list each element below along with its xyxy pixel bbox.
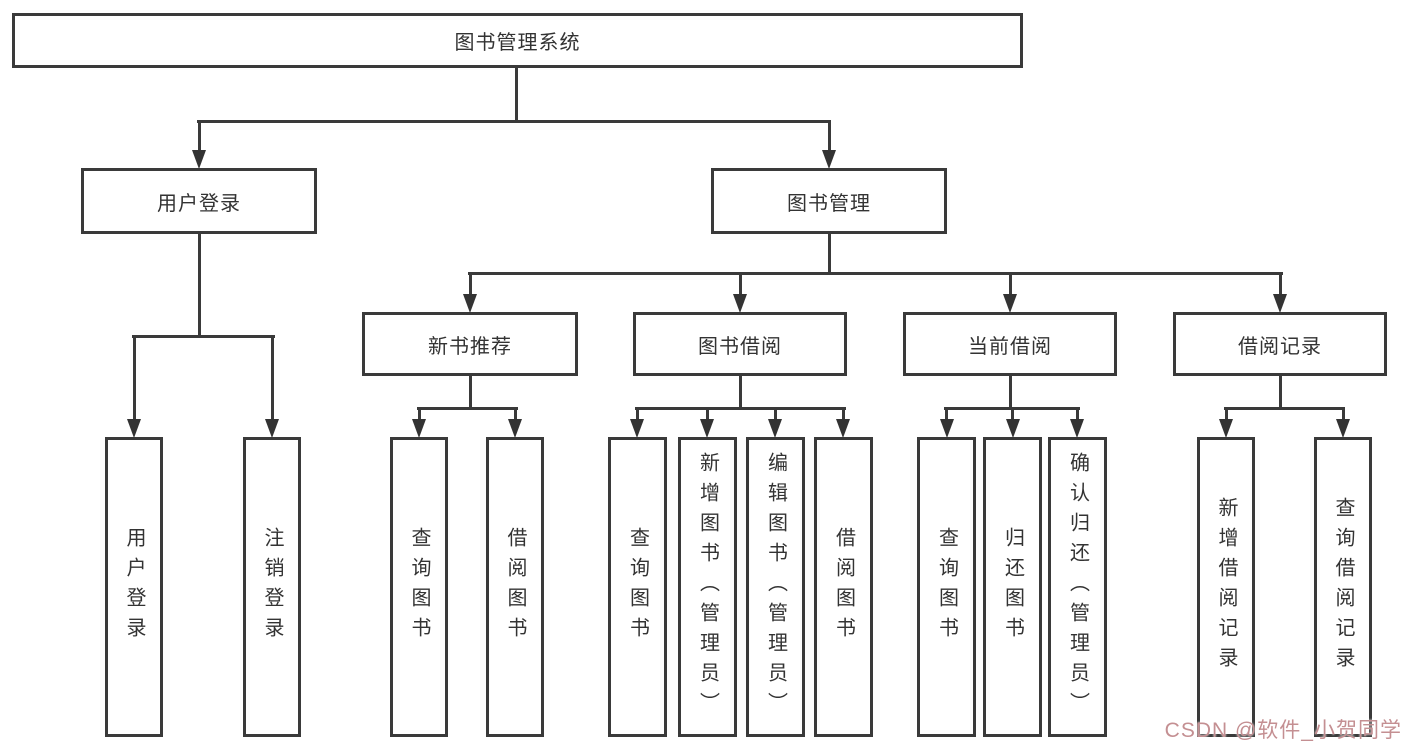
leaf-query-books-recommend-label: 查询图书 xyxy=(408,527,430,647)
node-book-borrowing: 图书借阅 xyxy=(633,312,847,376)
arrowhead-to-leaf-user-login xyxy=(127,419,141,438)
leaf-return-books: 归还图书 xyxy=(983,437,1042,737)
connector-stem-book-borrowing xyxy=(739,272,742,298)
leaf-logout: 注销登录 xyxy=(243,437,301,737)
arrowhead-to-add-borrow-record xyxy=(1219,419,1233,438)
connector-stem-book-management xyxy=(828,120,831,152)
leaf-add-books-admin-label: 新增图书（管理员） xyxy=(696,452,719,722)
connector-book-management-stub xyxy=(828,232,831,275)
arrowhead-to-user-login xyxy=(192,150,206,169)
connector-records-stub xyxy=(1279,374,1282,410)
leaf-query-books-recommend: 查询图书 xyxy=(390,437,448,737)
connector-root-branch xyxy=(197,120,831,123)
leaf-user-login: 用户登录 xyxy=(105,437,163,737)
node-library-management-system: 图书管理系统 xyxy=(12,13,1023,68)
node-book-management: 图书管理 xyxy=(711,168,947,234)
arrowhead-to-borrow-books xyxy=(836,419,850,438)
connector-stem-confirm-return-admin xyxy=(1076,407,1079,421)
arrowhead-to-borrow-books-recommend xyxy=(508,419,522,438)
leaf-edit-books-admin-label: 编辑图书（管理员） xyxy=(764,452,787,722)
arrowhead-to-query-books-borrowing xyxy=(630,419,644,438)
leaf-query-books-borrowing-label: 查询图书 xyxy=(626,527,649,647)
connector-stem-borrow-books xyxy=(842,407,845,421)
connector-records-branch xyxy=(1224,407,1345,410)
arrowhead-to-confirm-return-admin xyxy=(1070,419,1084,438)
leaf-add-books-admin: 新增图书（管理员） xyxy=(678,437,737,737)
connector-stem-edit-books-admin xyxy=(774,407,777,421)
leaf-add-borrow-record-label: 新增借阅记录 xyxy=(1215,497,1237,677)
connector-recommendation-stub xyxy=(469,374,472,410)
arrowhead-to-query-books-current xyxy=(940,419,954,438)
arrowhead-to-query-borrow-record xyxy=(1336,419,1350,438)
connector-current-stub xyxy=(1009,374,1012,410)
connector-stem-query-borrow-record xyxy=(1342,407,1345,421)
watermark: CSDN @软件_小贺同学 xyxy=(1164,719,1402,742)
leaf-query-books-current-label: 查询图书 xyxy=(935,527,958,647)
leaf-return-books-label: 归还图书 xyxy=(1001,527,1024,647)
leaf-query-books-borrowing: 查询图书 xyxy=(608,437,667,737)
arrowhead-to-book-management xyxy=(822,150,836,169)
arrowhead-to-current-borrowing xyxy=(1003,294,1017,313)
arrowhead-to-edit-books-admin xyxy=(768,419,782,438)
connector-borrowing-branch xyxy=(635,407,846,410)
connector-stem-borrow-books-recommend xyxy=(514,407,517,421)
leaf-borrow-books-recommend-label: 借阅图书 xyxy=(504,527,526,647)
node-borrowing-records: 借阅记录 xyxy=(1173,312,1387,376)
connector-stem-return-books xyxy=(1011,407,1014,421)
node-new-book-recommendation: 新书推荐 xyxy=(362,312,578,376)
leaf-borrow-books-recommend: 借阅图书 xyxy=(486,437,544,737)
arrowhead-to-borrowing-records xyxy=(1273,294,1287,313)
node-user-login: 用户登录 xyxy=(81,168,317,234)
leaf-query-books-current: 查询图书 xyxy=(917,437,976,737)
leaf-confirm-return-admin-label: 确认归还（管理员） xyxy=(1066,452,1089,722)
leaf-user-login-label: 用户登录 xyxy=(123,527,145,647)
connector-recommendation-branch xyxy=(417,407,518,410)
leaf-confirm-return-admin: 确认归还（管理员） xyxy=(1048,437,1107,737)
connector-stem-current-borrowing xyxy=(1009,272,1012,298)
connector-stem-query-books-borrowing xyxy=(636,407,639,421)
leaf-borrow-books: 借阅图书 xyxy=(814,437,873,737)
connector-stem-query-books-recommend xyxy=(418,407,421,421)
arrowhead-to-return-books xyxy=(1006,419,1020,438)
connector-stem-leaf-user-login xyxy=(133,335,136,421)
connector-borrowing-stub xyxy=(739,374,742,410)
connector-stem-new-book-recommendation xyxy=(469,272,472,298)
leaf-query-borrow-record: 查询借阅记录 xyxy=(1314,437,1372,737)
arrowhead-to-add-books-admin xyxy=(700,419,714,438)
leaf-add-borrow-record: 新增借阅记录 xyxy=(1197,437,1255,737)
connector-stem-leaf-logout xyxy=(271,335,274,421)
connector-stem-user-login xyxy=(198,120,201,152)
arrowhead-to-query-books-recommend xyxy=(412,419,426,438)
leaf-borrow-books-label: 借阅图书 xyxy=(832,527,855,647)
arrowhead-to-leaf-logout xyxy=(265,419,279,438)
leaf-query-borrow-record-label: 查询借阅记录 xyxy=(1332,497,1354,677)
connector-root-stub xyxy=(515,66,518,123)
connector-stem-borrowing-records xyxy=(1279,272,1282,298)
connector-user-login-stub xyxy=(198,232,201,338)
connector-stem-add-books-admin xyxy=(706,407,709,421)
arrowhead-to-new-book-recommendation xyxy=(463,294,477,313)
arrowhead-to-book-borrowing xyxy=(733,294,747,313)
leaf-edit-books-admin: 编辑图书（管理员） xyxy=(746,437,805,737)
connector-user-login-branch xyxy=(132,335,275,338)
node-current-borrowing: 当前借阅 xyxy=(903,312,1117,376)
connector-book-management-branch xyxy=(468,272,1283,275)
connector-stem-query-books-current xyxy=(945,407,948,421)
leaf-logout-label: 注销登录 xyxy=(261,527,283,647)
connector-stem-add-borrow-record xyxy=(1225,407,1228,421)
